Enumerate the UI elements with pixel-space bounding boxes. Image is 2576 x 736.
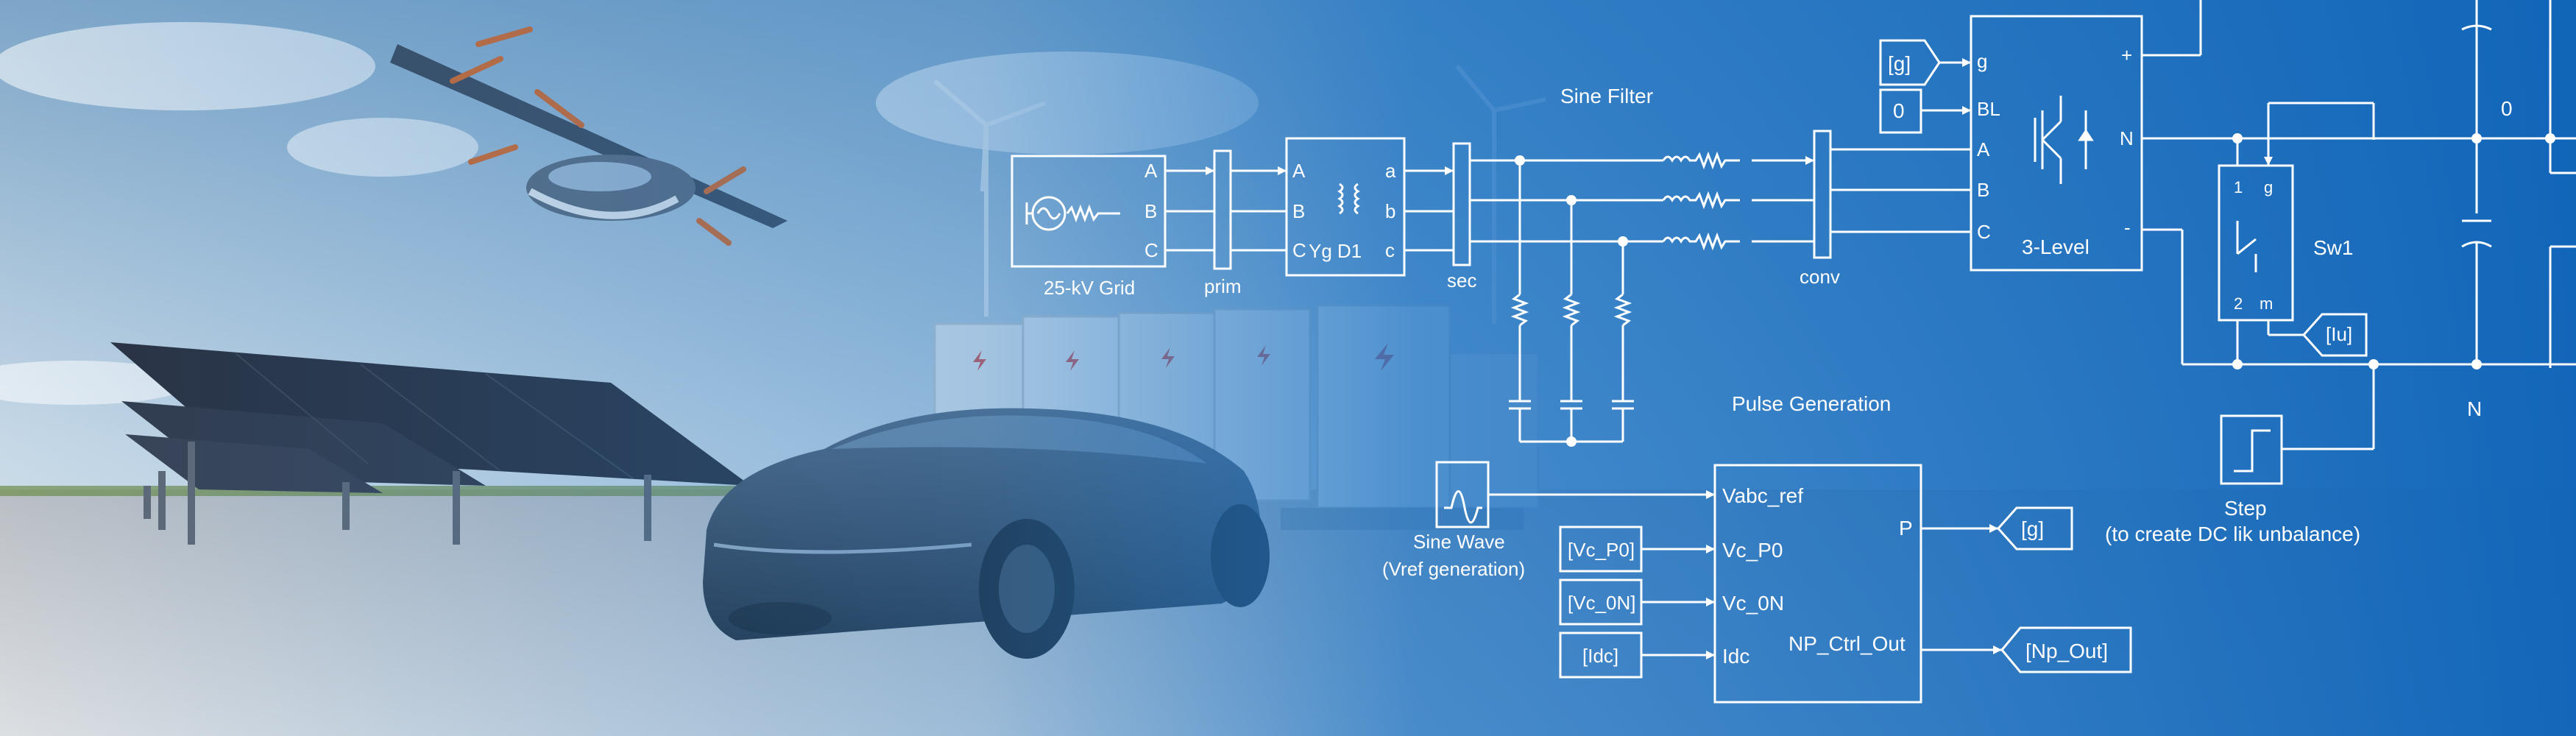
switch-name: Sw1 xyxy=(2313,236,2353,259)
n-label: N xyxy=(2467,397,2482,420)
zero-label: 0 xyxy=(2501,97,2513,120)
grid-port-a: A xyxy=(1144,160,1158,182)
conv-port-plus: + xyxy=(2121,44,2132,66)
vc-p0-tag-text: [Vc_P0] xyxy=(1568,539,1635,561)
vc-0n-from-tag[interactable] xyxy=(1559,578,1643,626)
conv-port-bl: BL xyxy=(1977,98,2000,120)
g-goto-tag[interactable] xyxy=(1996,506,2073,551)
sw-port-2: 2 xyxy=(2234,294,2243,313)
conv-port-a: A xyxy=(1977,138,1990,160)
pulse-in-vc-p0: Vc_P0 xyxy=(1722,539,1783,562)
sec-measurement-block[interactable] xyxy=(1452,142,1471,266)
iu-goto-tag[interactable] xyxy=(2301,313,2368,357)
conv-label: conv xyxy=(1800,266,1840,288)
g-goto-tag-text: [g] xyxy=(2021,517,2044,540)
step-label-2: (to create DC lik unbalance) xyxy=(2105,523,2360,545)
grid-label: 25-kV Grid xyxy=(1044,277,1135,299)
circuit-diagram xyxy=(1011,0,2576,704)
idc-from-tag[interactable] xyxy=(1559,631,1643,679)
np-out-tag-text: [Np_Out] xyxy=(2025,640,2108,662)
filter-shunt-branches xyxy=(1509,160,1634,443)
pulse-in-vabc-ref: Vabc_ref xyxy=(1722,484,1803,507)
conv-measurement-block[interactable] xyxy=(1813,130,1832,259)
sec-label: sec xyxy=(1447,269,1476,291)
pulse-out-np-ctrl: NP_Ctrl_Out xyxy=(1788,632,1906,655)
zero-constant-text: 0 xyxy=(1893,99,1905,122)
converter-name: 3-Level xyxy=(2022,236,2090,258)
transformer-block[interactable] xyxy=(1285,137,1406,277)
three-level-converter-block[interactable] xyxy=(1970,15,2143,272)
transformer-label: Yg D1 xyxy=(1309,240,1362,262)
pulse-in-vc-0n: Vc_0N xyxy=(1722,592,1784,615)
conv-port-c: C xyxy=(1977,221,1991,243)
vc-p0-from-tag[interactable] xyxy=(1559,526,1643,573)
sw-port-1: 1 xyxy=(2234,178,2243,197)
vc-0n-tag-text: [Vc_0N] xyxy=(1568,592,1636,614)
xfmr-in-b: B xyxy=(1292,200,1305,222)
circuit-labels: 25-kV Grid A B C prim A B C a b c Yg D1 … xyxy=(1044,44,2513,668)
conv-port-minus: - xyxy=(2124,216,2131,238)
conv-port-g: g xyxy=(1977,50,1987,72)
iu-tag-text: [Iu] xyxy=(2326,323,2352,345)
sine-filter-inductors xyxy=(1662,151,1740,251)
xfmr-in-a: A xyxy=(1292,160,1306,182)
np-out-goto-tag[interactable] xyxy=(2000,626,2132,673)
g-from-tag[interactable] xyxy=(1879,39,1941,86)
sine-wave-label-1: Sine Wave xyxy=(1413,531,1505,553)
sine-wave-label-2: (Vref generation) xyxy=(1382,558,1525,580)
prim-label: prim xyxy=(1204,275,1242,297)
xfmr-out-a: a xyxy=(1385,160,1396,182)
xfmr-out-c: c xyxy=(1385,239,1395,261)
sw-port-m: m xyxy=(2260,294,2273,313)
xfmr-out-b: b xyxy=(1385,200,1395,222)
grid-port-b: B xyxy=(1144,200,1157,222)
prim-measurement-block[interactable] xyxy=(1213,149,1232,270)
pulse-in-idc: Idc xyxy=(1722,645,1749,668)
xfmr-in-c: C xyxy=(1292,239,1306,261)
switch-sw1-block[interactable] xyxy=(2218,164,2294,322)
sw-port-g: g xyxy=(2264,178,2273,197)
junction-dots xyxy=(1515,133,2555,447)
conv-port-b: B xyxy=(1977,179,1989,201)
conv-port-n: N xyxy=(2120,127,2134,149)
pulse-out-p: P xyxy=(1899,517,1913,539)
pulse-generation-title: Pulse Generation xyxy=(1732,392,1891,415)
dc-link-capacitors xyxy=(2461,0,2492,364)
sine-filter-label: Sine Filter xyxy=(1560,85,1653,107)
step-label-1: Step xyxy=(2224,497,2267,520)
idc-tag-text: [Idc] xyxy=(1582,645,1618,667)
grid-port-c: C xyxy=(1144,239,1158,261)
pulse-generation-block[interactable] xyxy=(1713,464,1922,704)
g-from-tag-text: [g] xyxy=(1888,52,1911,75)
